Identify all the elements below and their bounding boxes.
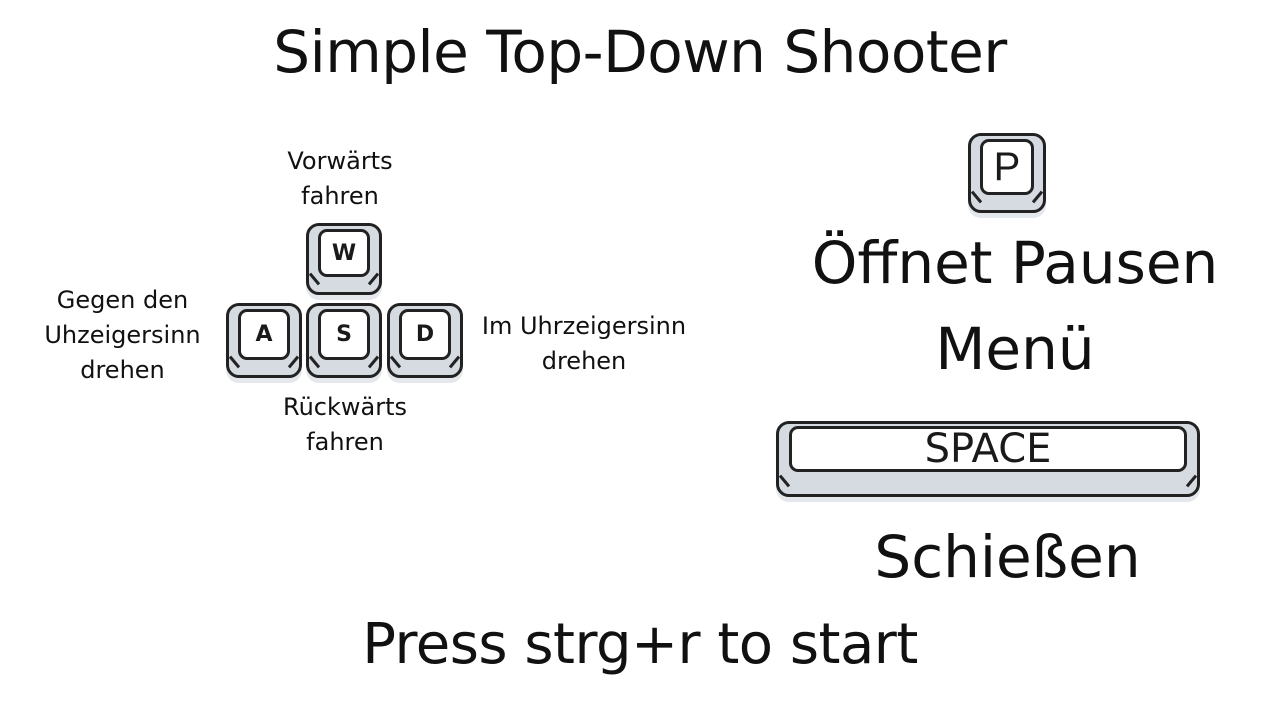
key-bevel: [308, 272, 321, 286]
key-bevel: [367, 272, 380, 286]
key-bevel: [287, 355, 300, 369]
game-title: Simple Top-Down Shooter: [273, 18, 1007, 86]
start-prompt: Press strg+r to start: [362, 612, 918, 677]
key-bevel: [228, 355, 241, 369]
rotate-left-label: Gegen den Uhzeigersinn drehen: [44, 286, 201, 384]
forward-label: Vorwärts fahren: [287, 147, 393, 210]
key-bevel: [448, 355, 461, 369]
key-bevel: [1031, 190, 1044, 204]
key-p: P: [968, 133, 1046, 213]
key-d-label: D: [399, 309, 451, 360]
key-w-label: W: [318, 229, 370, 277]
key-bevel: [308, 355, 321, 369]
backward-label: Rückwärts fahren: [282, 393, 408, 456]
key-bevel: [367, 355, 380, 369]
key-s: S: [306, 303, 382, 378]
key-d: D: [387, 303, 463, 378]
key-bevel: [1185, 474, 1198, 488]
key-a-label: A: [238, 309, 290, 360]
key-bevel: [389, 355, 402, 369]
rotate-right-label: Im Uhrzeigersinn drehen: [481, 312, 687, 375]
key-p-label: P: [980, 139, 1034, 195]
key-a: A: [226, 303, 302, 378]
key-space-label: SPACE: [789, 426, 1187, 472]
key-space: SPACE: [776, 421, 1200, 497]
key-bevel: [970, 190, 983, 204]
pause-label-line1: Öffnet Pausen: [811, 229, 1219, 297]
key-w: W: [306, 223, 382, 295]
key-bevel: [778, 474, 791, 488]
key-s-label: S: [318, 309, 370, 360]
shoot-label: Schießen: [874, 523, 1141, 591]
pause-label-line2: Menü: [935, 315, 1095, 383]
